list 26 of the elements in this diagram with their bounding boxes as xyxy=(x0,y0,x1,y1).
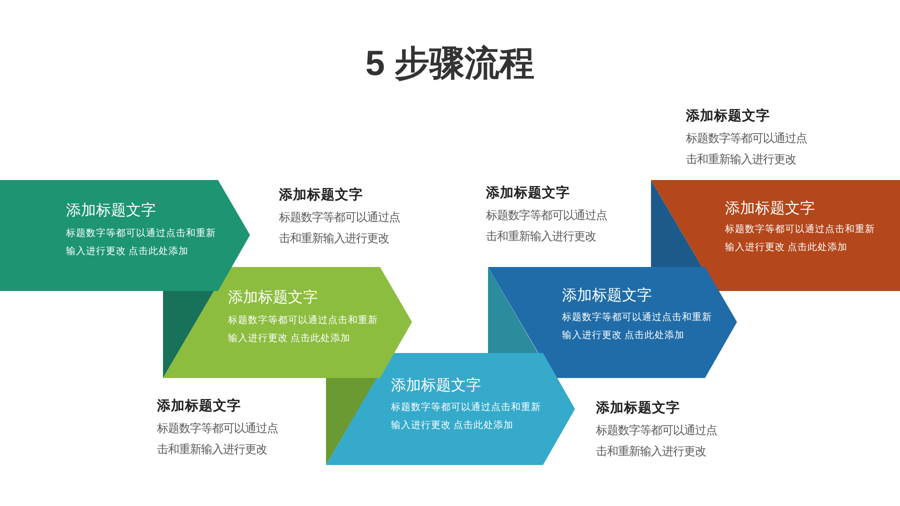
step-title: 添加标题文字 xyxy=(157,398,241,414)
step-text: 标题数字等都可以通过点击和重新输入进行更改 点击此处添加 xyxy=(66,227,217,258)
step-text: 标题数字等都可以通过点击和重新输入进行更改 xyxy=(686,131,808,168)
step-text: 标题数字等都可以通过点击和重新输入进行更改 点击此处添加 xyxy=(725,223,876,254)
step-title: 添加标题文字 xyxy=(686,108,770,124)
chevron-box xyxy=(488,267,738,378)
slanted-box xyxy=(651,180,900,291)
step-title: 添加标题文字 xyxy=(596,400,680,416)
step-title: 添加标题文字 xyxy=(66,202,156,220)
step-text: 标题数字等都可以通过点击和重新输入进行更改 xyxy=(279,210,401,247)
step-title: 添加标题文字 xyxy=(279,187,363,203)
step-text: 标题数字等都可以通过点击和重新输入进行更改 点击此处添加 xyxy=(228,314,379,346)
step-text: 标题数字等都可以通过点击和重新输入进行更改 xyxy=(596,423,718,460)
step-title: 添加标题文字 xyxy=(391,377,481,395)
chevron-box xyxy=(326,353,576,465)
chevron-box xyxy=(0,180,251,291)
step-text: 标题数字等都可以通过点击和重新输入进行更改 点击此处添加 xyxy=(562,311,713,342)
chevron-box xyxy=(163,267,413,378)
step-title: 添加标题文字 xyxy=(228,289,318,307)
step-title: 添加标题文字 xyxy=(725,200,815,218)
step-text: 标题数字等都可以通过点击和重新输入进行更改 点击此处添加 xyxy=(391,401,542,432)
step-title: 添加标题文字 xyxy=(562,287,652,305)
step-text: 标题数字等都可以通过点击和重新输入进行更改 xyxy=(157,421,279,458)
step-title: 添加标题文字 xyxy=(486,185,570,201)
step-text: 标题数字等都可以通过点击和重新输入进行更改 xyxy=(486,208,608,245)
page-title: 5 步骤流程 xyxy=(365,44,535,84)
